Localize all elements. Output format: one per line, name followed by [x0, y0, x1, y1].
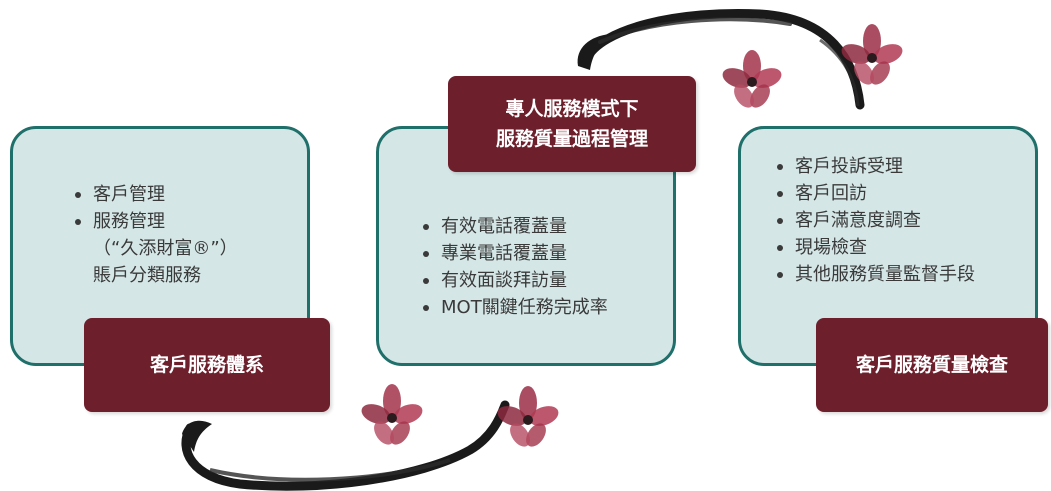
list-item-subtext: 賬戶分類服務 [93, 265, 201, 286]
ink-brush-arrow-bottom [181, 400, 510, 491]
plum-blossom-icon [841, 24, 903, 85]
list-item: 有效面談拜訪量 [421, 267, 608, 294]
list-item: 客戶回訪 [775, 180, 975, 207]
ink-brush-arrow-top [577, 8, 865, 110]
list-item: 專業電話覆蓋量 [421, 240, 608, 267]
panel-3-list: 客戶投訴受理 客戶回訪 客戶滿意度調查 現場檢查 其他服務質量監督手段 [775, 153, 975, 288]
plum-blossom-icon [361, 384, 423, 445]
plum-blossom-icon [722, 50, 782, 108]
panel-1-list: 客戶管理 服務管理 （“久添財富®”） 賬戶分類服務 [73, 181, 238, 289]
list-item: 客戶管理 [73, 181, 238, 208]
list-item: 有效電話覆蓋量 [421, 213, 608, 240]
panel-3-title: 客戶服務質量檢查 [816, 318, 1048, 412]
list-item: MOT關鍵任務完成率 [421, 294, 608, 321]
list-item: 其他服務質量監督手段 [775, 261, 975, 288]
list-item: 客戶滿意度調查 [775, 207, 975, 234]
panel-2-list: 有效電話覆蓋量 專業電話覆蓋量 有效面談拜訪量 MOT關鍵任務完成率 [421, 213, 608, 321]
plum-blossom-icon [497, 386, 559, 447]
panel-2-title: 專人服務模式下 服務質量過程管理 [448, 76, 696, 172]
list-item-subtext: （“久添財富®”） [93, 238, 238, 259]
list-item: 現場檢查 [775, 234, 975, 261]
list-item: 客戶投訴受理 [775, 153, 975, 180]
list-item: 服務管理 （“久添財富®”） 賬戶分類服務 [73, 208, 238, 289]
panel-1-title: 客戶服務體系 [84, 318, 330, 412]
